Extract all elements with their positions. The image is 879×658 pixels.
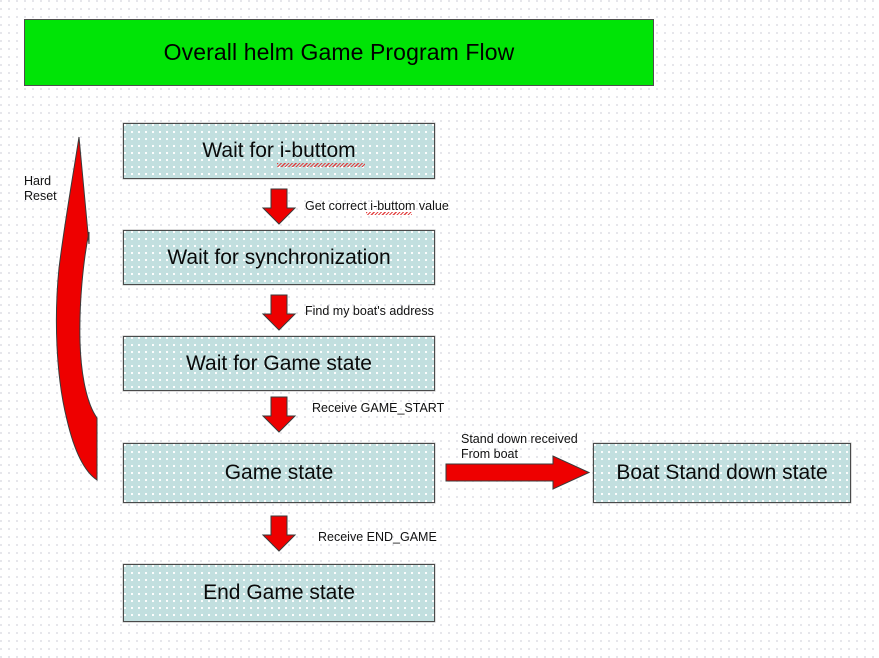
page-title: Overall helm Game Program Flow — [163, 39, 515, 65]
edge-label-line-2: Reset — [24, 189, 57, 203]
arrow-down-icon-edge-3 — [261, 396, 297, 433]
edge-label-line-2: From boat — [461, 447, 518, 461]
node-end-game-state[interactable]: End Game state — [123, 564, 435, 622]
edge-label-hard-reset: Hard Reset — [24, 174, 57, 204]
spellcheck-squiggle-label-icon — [366, 212, 412, 215]
node-game-state[interactable]: Game state — [123, 443, 435, 503]
node-label: Wait for Game state — [186, 351, 372, 375]
node-label: Boat Stand down state — [616, 461, 828, 484]
node-boat-stand-down-state[interactable]: Boat Stand down state — [593, 443, 851, 503]
edge-label-receive-end-game: Receive END_GAME — [318, 530, 437, 544]
arrow-right-icon-edge-5 — [445, 455, 591, 490]
node-wait-game-state[interactable]: Wait for Game state — [123, 336, 435, 391]
edge-label-line-1: Hard — [24, 174, 52, 188]
node-label: End Game state — [203, 581, 355, 604]
node-label: Game state — [224, 461, 334, 484]
edge-label-line-1: Stand down received — [461, 432, 578, 446]
node-wait-synchronization[interactable]: Wait for synchronization — [123, 230, 435, 285]
node-wait-i-buttom[interactable]: Wait for i-buttom — [123, 123, 435, 179]
diagram-title-banner: Overall helm Game Program Flow — [24, 19, 654, 86]
arrow-curved-hard-reset-icon — [55, 136, 98, 481]
edge-label-stand-down-received: Stand down received From boat — [461, 432, 578, 462]
arrow-down-icon-edge-1 — [261, 188, 297, 225]
spellcheck-squiggle-icon — [277, 163, 365, 167]
node-label: Wait for synchronization — [167, 245, 391, 269]
edge-label-receive-game-start: Receive GAME_START — [312, 401, 445, 415]
node-label: Wait for i-buttom — [202, 139, 356, 162]
arrow-down-icon-edge-2 — [261, 294, 297, 331]
edge-label-get-correct-value: Get correct i-buttom value — [305, 199, 449, 213]
edge-label-find-boat-address: Find my boat's address — [305, 304, 434, 318]
arrow-down-icon-edge-4 — [261, 515, 297, 552]
